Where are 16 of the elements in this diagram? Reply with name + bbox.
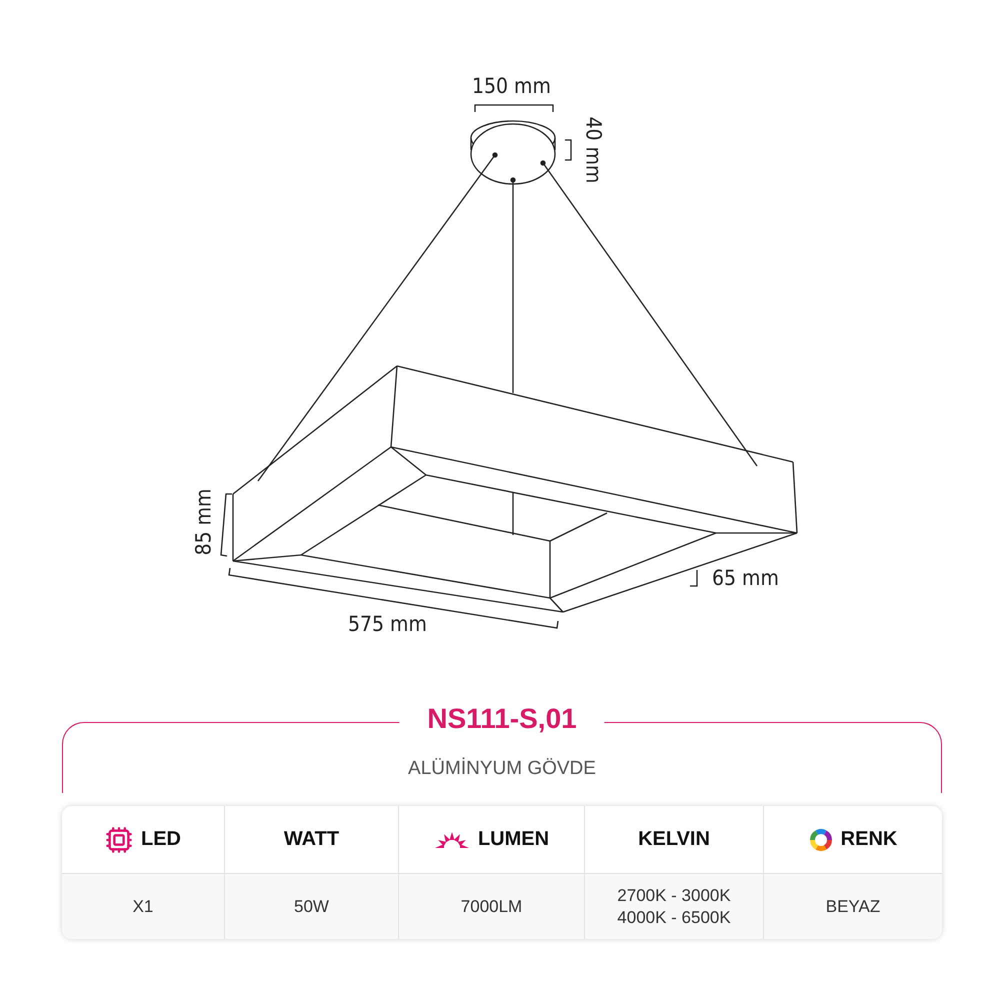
column-header: KELVIN [638,828,710,851]
dimension-label: 85 mm [191,488,216,556]
dimension-label: 40 mm [581,116,606,184]
subtitle: ALÜMİNYUM GÖVDE [408,758,596,780]
cell-value: 2700K - 3000K 4000K - 6500K [616,885,732,928]
cell-value: 50W [294,896,329,918]
dimension-label: 150 mm [472,74,551,98]
column-header: LUMEN [478,828,550,851]
column-header: LED [141,828,181,851]
dimension-label: 65 mm [712,566,779,590]
cell-value: BEYAZ [826,896,880,918]
dimension-label: 575 mm [348,612,427,636]
column-header: WATT [284,828,340,851]
column-header: RENK [840,828,898,851]
cell-value: X1 [132,896,154,918]
cell-value: 7000LM [460,896,522,918]
